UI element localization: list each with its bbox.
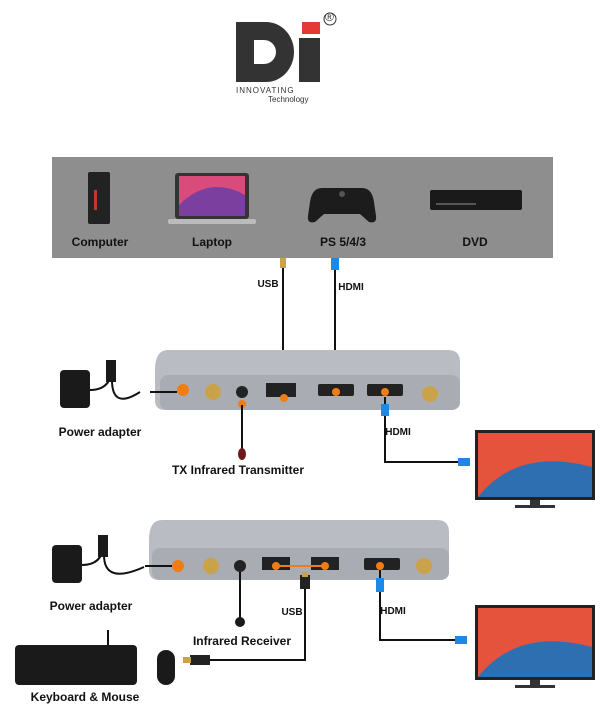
ir-transmitter-icon (238, 448, 246, 460)
power-adapter-icon (60, 360, 141, 408)
rx-ir-label: Infrared Receiver (192, 634, 292, 648)
brand-logo (236, 12, 337, 82)
rx-power-label: Power adapter (49, 599, 133, 613)
source-label-ps: PS 5/4/3 (319, 235, 367, 249)
tx-usb-label: USB (257, 279, 279, 290)
tx-hdmi-out-label: HDMI (385, 427, 411, 438)
tx-power-label: Power adapter (58, 425, 142, 439)
logo-tagline-top: INNOVATING (236, 86, 295, 95)
registered-mark: ® (325, 10, 334, 24)
ir-receiver-icon (235, 617, 245, 627)
rx-peripherals-label: Keyboard & Mouse (30, 690, 140, 704)
power-adapter-icon-2 (52, 535, 145, 583)
receiver-device (149, 520, 449, 580)
tv-monitor-icon-2 (475, 605, 595, 688)
mouse-icon (157, 650, 175, 685)
keyboard-icon (15, 630, 137, 685)
logo-tagline-bottom: Technology (268, 95, 309, 104)
transmitter-device (155, 350, 460, 410)
tv-monitor-icon (475, 430, 595, 508)
dvd-player-icon (430, 190, 522, 210)
laptop-icon (168, 173, 256, 224)
gamepad-icon (307, 188, 377, 223)
tx-ir-label: TX Infrared Transmitter (171, 463, 305, 477)
rx-usb-label: USB (281, 607, 303, 618)
source-label-computer: Computer (71, 235, 129, 249)
source-label-laptop: Laptop (192, 235, 232, 249)
tx-hdmi-in-label: HDMI (338, 282, 364, 293)
computer-icon (88, 172, 110, 224)
source-label-dvd: DVD (462, 235, 488, 249)
rx-hdmi-out-label: HDMI (380, 606, 406, 617)
